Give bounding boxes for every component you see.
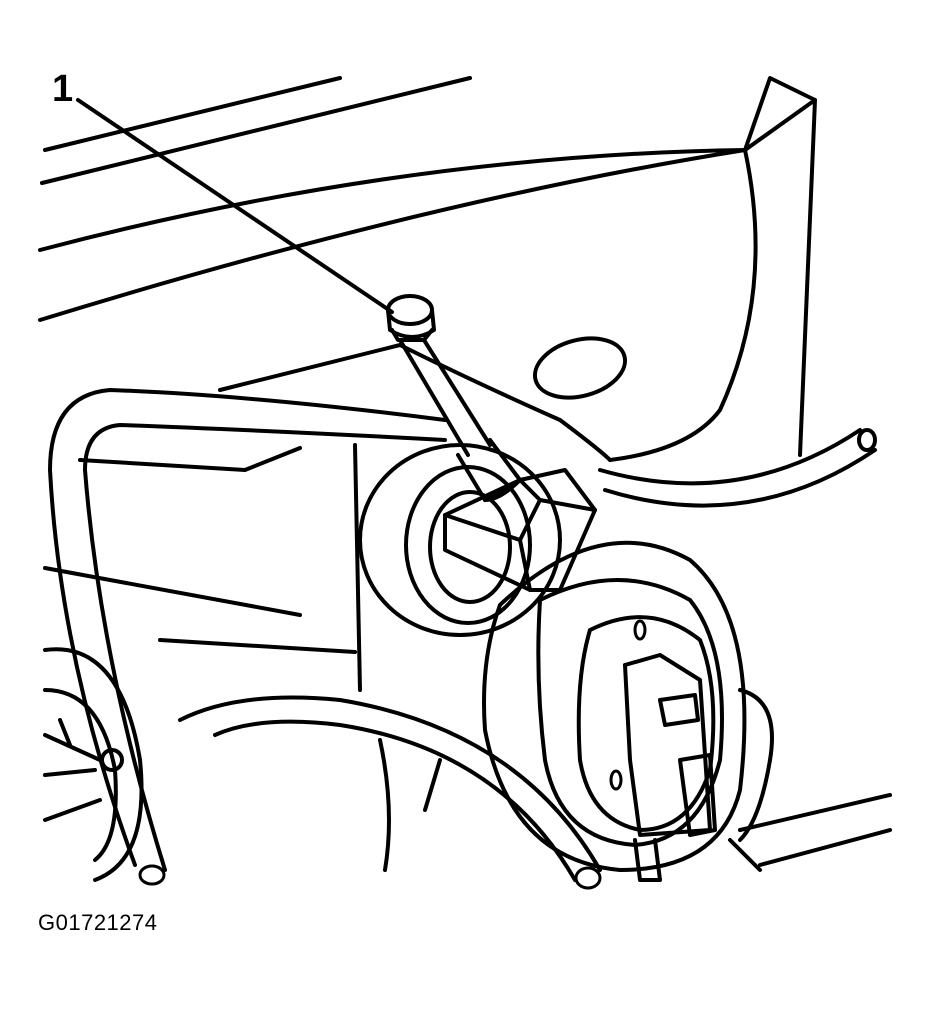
bolt [386, 294, 522, 502]
callout-leader-line [76, 98, 394, 314]
left-wheel-component [43, 647, 144, 882]
panel-oval-hole [532, 336, 628, 400]
figure-id-label: G01721274 [38, 910, 158, 935]
round-housing [358, 443, 562, 637]
mounting-bracket [43, 443, 442, 872]
sensor-with-connector [482, 540, 892, 882]
hose-upper [48, 388, 877, 886]
bolt-sleeve-nut [443, 468, 597, 592]
callout-number-1: 1 [52, 68, 74, 110]
hose-lower [178, 695, 602, 890]
body-panel [38, 76, 817, 462]
